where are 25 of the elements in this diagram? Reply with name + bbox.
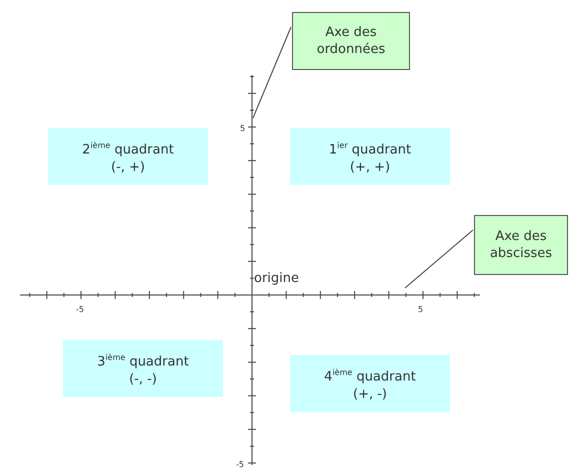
quadrant-box xyxy=(290,355,450,412)
quadrant-title: 2$^{ième}$ quadrant xyxy=(82,140,174,159)
origin-label: origine xyxy=(254,271,300,286)
leader-line xyxy=(404,230,474,288)
x-axis xyxy=(20,290,480,300)
sign-pair: (-, +) xyxy=(111,158,145,176)
sign-pair: (+, +) xyxy=(350,158,390,176)
quadrant-title: 1$^{ier}$ quadrant xyxy=(328,140,412,159)
sign-pair: (-, -) xyxy=(129,370,157,388)
callout-text: Axe des ordonnées xyxy=(316,24,386,58)
quadrant-title: 3$^{ième}$ quadrant xyxy=(97,352,189,371)
quadrant-title: 4$^{ième}$ quadrant xyxy=(324,367,416,386)
tick-label: -5 xyxy=(236,460,244,468)
tick-label: -5 xyxy=(76,305,84,314)
quadrant-box xyxy=(48,128,208,185)
callout-box xyxy=(292,12,410,70)
quadrant-box xyxy=(63,340,223,397)
sign-pair: (+, -) xyxy=(353,386,387,403)
leader-line xyxy=(252,26,292,118)
quadrant-box xyxy=(290,128,450,185)
tick-label: 5 xyxy=(240,124,246,133)
callout-box xyxy=(474,215,568,275)
callout-text: Axe des abscisses xyxy=(488,228,554,262)
y-axis xyxy=(248,74,256,466)
tick-label: 5 xyxy=(418,305,424,314)
